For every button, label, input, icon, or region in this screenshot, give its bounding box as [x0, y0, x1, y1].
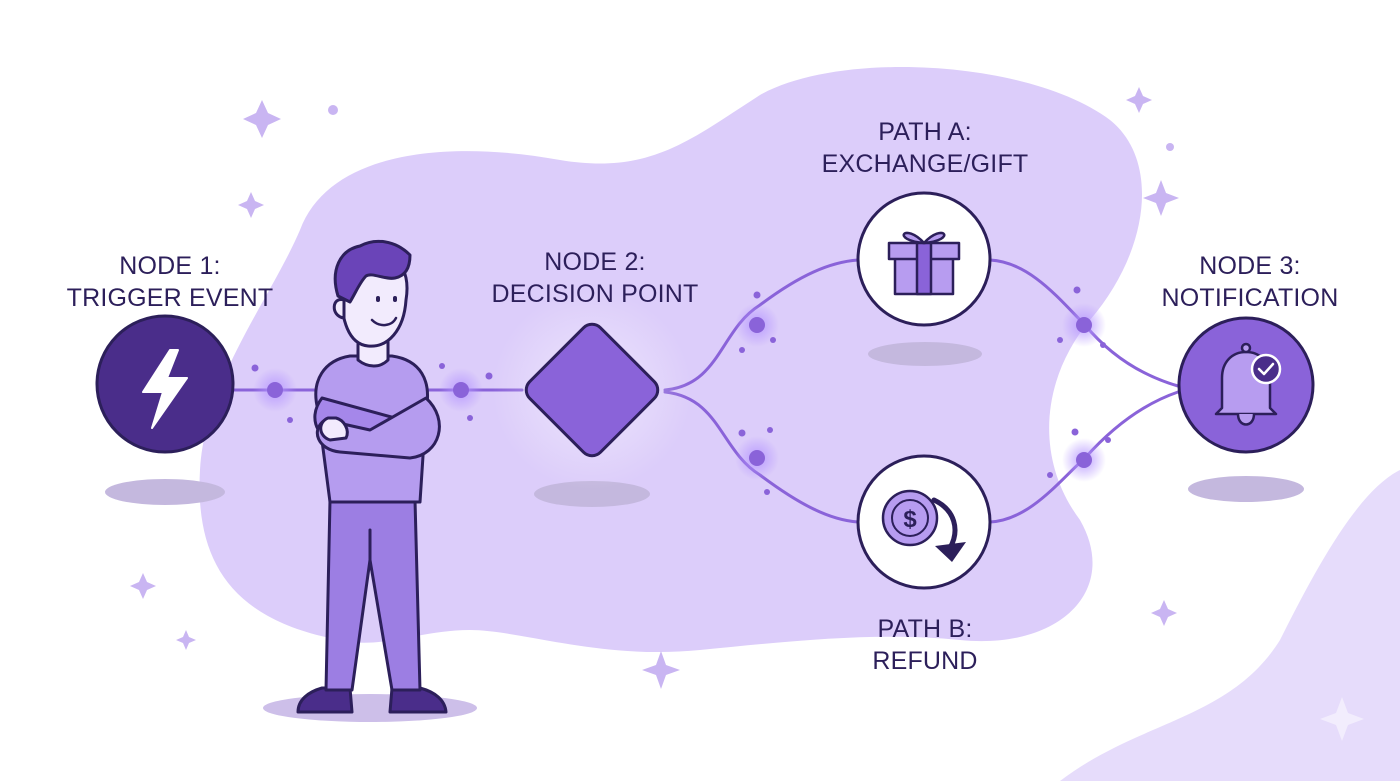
node3-label: NODE 3: NOTIFICATION [1135, 250, 1365, 314]
sparkle-dot [1166, 143, 1174, 151]
sparkle [130, 573, 156, 599]
node2-decision[interactable] [492, 290, 692, 490]
diamond-icon [524, 322, 660, 458]
junction-dot [453, 382, 469, 398]
ear [332, 298, 346, 320]
path-a-shadow [868, 342, 982, 366]
path-a-gift[interactable] [856, 191, 992, 327]
sparkle [1320, 697, 1364, 741]
bell-check-icon [1214, 342, 1282, 426]
corner-blob [1060, 470, 1400, 781]
left-shoe [296, 686, 354, 714]
node3-label-line2: NOTIFICATION [1161, 284, 1339, 312]
node3-label-line1: NODE 3: [1199, 252, 1301, 280]
svg-text:$: $ [903, 506, 917, 533]
node1-trigger[interactable] [95, 314, 235, 454]
smile [370, 316, 398, 327]
sparkle [642, 651, 680, 689]
sparkle-dot [328, 105, 338, 115]
node1-label: NODE 1: TRIGGER EVENT [55, 250, 285, 314]
hand [319, 416, 349, 442]
junction-dots [251, 286, 1111, 495]
sparkles [130, 87, 1364, 741]
node2-shadow [534, 481, 650, 507]
hair [333, 239, 412, 304]
path-b-label-line1: PATH B: [877, 615, 973, 643]
sparkle [176, 630, 196, 650]
path-b-refund[interactable]: $ [856, 454, 992, 590]
junction-dot [267, 382, 283, 398]
path-b-label-line2: REFUND [872, 647, 978, 675]
junction-dot [749, 317, 765, 333]
path-a-label: PATH A: EXCHANGE/GIFT [805, 116, 1045, 180]
node1-label-line1: NODE 1: [119, 252, 221, 280]
sparkle [243, 100, 281, 138]
person-illustration [296, 239, 448, 714]
ground-shadows [105, 342, 1304, 722]
node1-shadow [105, 479, 225, 505]
junction-dot [1076, 317, 1092, 333]
node3-shadow [1188, 476, 1304, 502]
sparkle [1151, 600, 1177, 626]
node2-label-line1: NODE 2: [544, 248, 646, 276]
junction-dot [749, 450, 765, 466]
path-a-label-line2: EXCHANGE/GIFT [821, 150, 1029, 178]
right-shoe [388, 686, 448, 714]
lightning-icon [142, 349, 188, 429]
sparkle [1126, 87, 1152, 113]
gift-icon [887, 231, 961, 296]
path-b-label: PATH B: REFUND [830, 613, 1020, 677]
sparkle [238, 192, 264, 218]
node1-label-line2: TRIGGER EVENT [66, 284, 274, 312]
junction-dot [1076, 452, 1092, 468]
node2-label: NODE 2: DECISION POINT [470, 246, 720, 310]
dollar-refund-icon: $ [881, 489, 966, 562]
legs [324, 498, 422, 692]
path-a-label-line1: PATH A: [878, 118, 972, 146]
node2-label-line2: DECISION POINT [491, 280, 699, 308]
sparkle [1143, 180, 1179, 216]
node3-notification[interactable] [1177, 316, 1315, 454]
